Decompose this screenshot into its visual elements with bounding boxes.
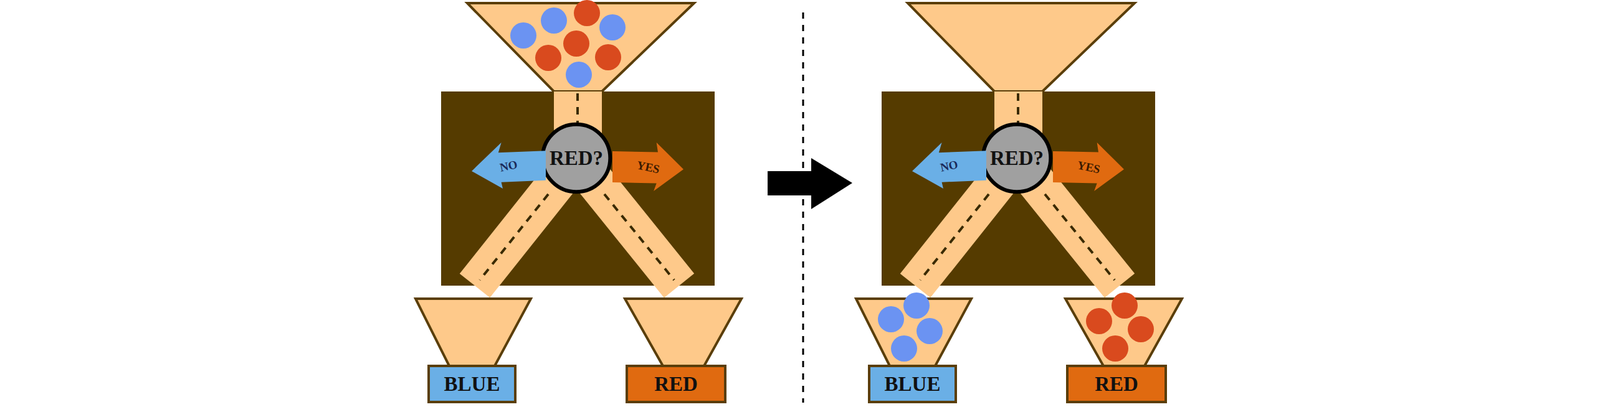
machine-after bbox=[856, 3, 1182, 367]
transition-arrow bbox=[767, 158, 853, 210]
bin-label: BLUE bbox=[427, 365, 517, 404]
node-text: RED bbox=[654, 374, 698, 396]
bin-label: BLUE bbox=[867, 365, 958, 404]
node-text: RED? bbox=[549, 148, 604, 169]
node-text: NO bbox=[499, 158, 520, 174]
balls-before bbox=[510, 0, 626, 88]
decision-circle: RED? bbox=[539, 121, 614, 196]
yes-arrow: YES bbox=[1052, 142, 1124, 192]
yes-arrow: YES bbox=[612, 142, 684, 192]
balls-after bbox=[877, 292, 1154, 362]
machine-before bbox=[415, 3, 742, 367]
node-text: BLUE bbox=[884, 374, 941, 396]
no-arrow: NO bbox=[471, 142, 546, 189]
node-text: BLUE bbox=[444, 374, 501, 396]
divider bbox=[802, 12, 805, 404]
bin-label: RED bbox=[1066, 365, 1167, 404]
node-text: RED? bbox=[990, 148, 1044, 169]
decision-circle: RED? bbox=[980, 121, 1054, 196]
node-text: RED bbox=[1094, 374, 1139, 396]
node-text: NO bbox=[939, 158, 960, 174]
bin-label: RED bbox=[625, 365, 727, 404]
no-arrow: NO bbox=[912, 142, 987, 189]
